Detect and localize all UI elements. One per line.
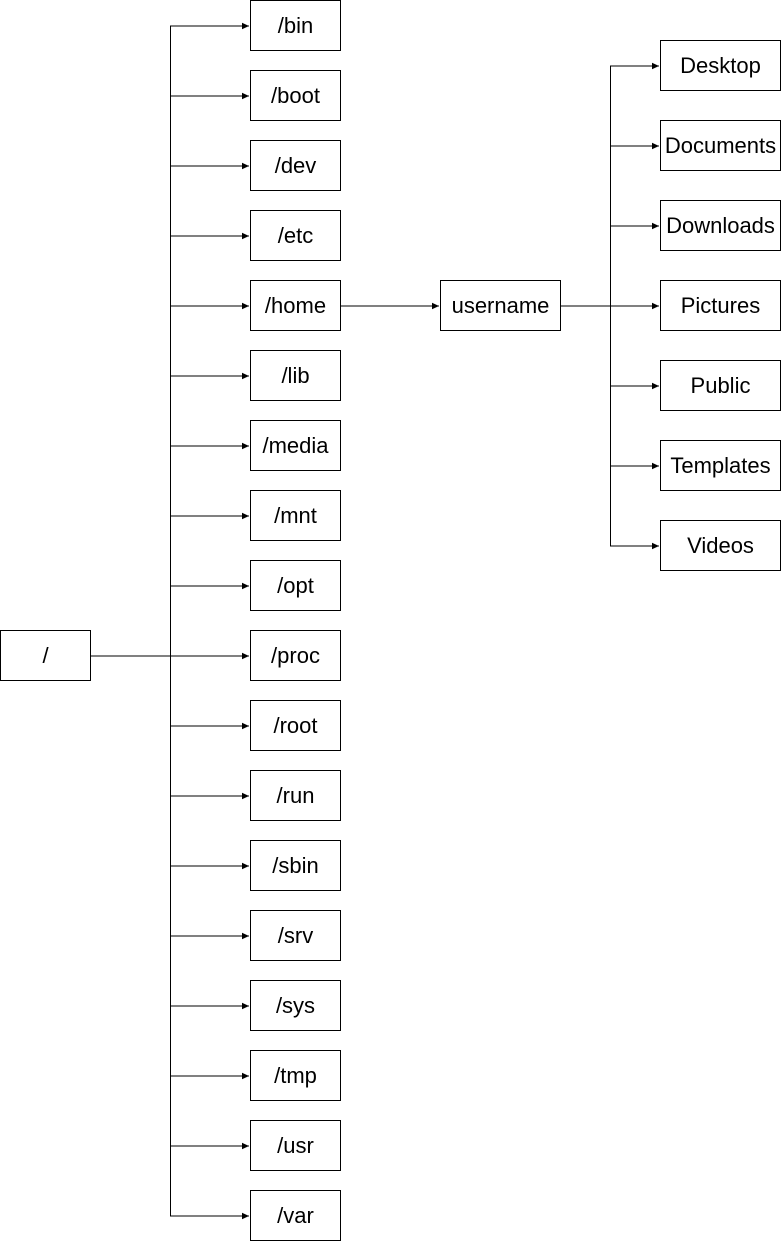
dir-node-opt: /opt xyxy=(250,560,341,611)
dir-node-media: /media xyxy=(250,420,341,471)
dir-node-desktop-label: Desktop xyxy=(680,52,761,78)
dir-node-tmp: /tmp xyxy=(250,1050,341,1101)
dir-node-var-label: /var xyxy=(277,1202,314,1228)
dir-node-proc-label: /proc xyxy=(271,642,320,668)
dir-node-root-dir: /root xyxy=(250,700,341,751)
dir-node-desktop: Desktop xyxy=(660,40,781,91)
dir-node-sys: /sys xyxy=(250,980,341,1031)
dir-node-downloads-label: Downloads xyxy=(666,212,775,238)
dir-node-username-label: username xyxy=(451,292,550,318)
dir-node-run-label: /run xyxy=(276,782,315,808)
dir-node-pictures-label: Pictures xyxy=(680,292,761,318)
dir-node-templates: Templates xyxy=(660,440,781,491)
dir-node-sys-label: /sys xyxy=(275,992,316,1018)
dir-node-sbin-label: /sbin xyxy=(272,852,319,878)
dir-node-var: /var xyxy=(250,1190,341,1241)
dir-node-media-label: /media xyxy=(262,432,329,458)
dir-node-srv: /srv xyxy=(250,910,341,961)
dir-node-usr: /usr xyxy=(250,1120,341,1171)
dir-node-lib-label: /lib xyxy=(281,362,310,388)
dir-node-username: username xyxy=(440,280,561,331)
dir-node-public: Public xyxy=(660,360,781,411)
dir-node-run: /run xyxy=(250,770,341,821)
dir-node-boot-label: /boot xyxy=(271,82,320,108)
dir-node-documents: Documents xyxy=(660,120,781,171)
dir-node-home-label: /home xyxy=(264,292,327,318)
dir-node-etc-label: /etc xyxy=(277,222,314,248)
dir-node-bin: /bin xyxy=(250,0,341,51)
dir-node-opt-label: /opt xyxy=(277,572,314,598)
dir-node-tmp-label: /tmp xyxy=(274,1062,317,1088)
dir-node-etc: /etc xyxy=(250,210,341,261)
dir-node-dev-label: /dev xyxy=(274,152,317,178)
dir-node-mnt: /mnt xyxy=(250,490,341,541)
dir-node-dev: /dev xyxy=(250,140,341,191)
dir-node-public-label: Public xyxy=(690,372,751,398)
dir-node-templates-label: Templates xyxy=(670,452,771,478)
root-dir-node-label: / xyxy=(42,642,49,668)
dir-node-lib: /lib xyxy=(250,350,341,401)
dir-node-sbin: /sbin xyxy=(250,840,341,891)
dir-node-proc: /proc xyxy=(250,630,341,681)
dir-node-videos-label: Videos xyxy=(687,532,754,558)
root-dir-node: / xyxy=(0,630,91,681)
dir-node-documents-label: Documents xyxy=(664,132,777,158)
dir-node-usr-label: /usr xyxy=(277,1132,314,1158)
dir-node-videos: Videos xyxy=(660,520,781,571)
dir-node-downloads: Downloads xyxy=(660,200,781,251)
dir-node-srv-label: /srv xyxy=(277,922,314,948)
dir-node-root-dir-label: /root xyxy=(273,712,318,738)
dir-node-mnt-label: /mnt xyxy=(274,502,317,528)
dir-node-home: /home xyxy=(250,280,341,331)
dir-node-bin-label: /bin xyxy=(277,12,314,38)
dir-node-pictures: Pictures xyxy=(660,280,781,331)
dir-node-boot: /boot xyxy=(250,70,341,121)
